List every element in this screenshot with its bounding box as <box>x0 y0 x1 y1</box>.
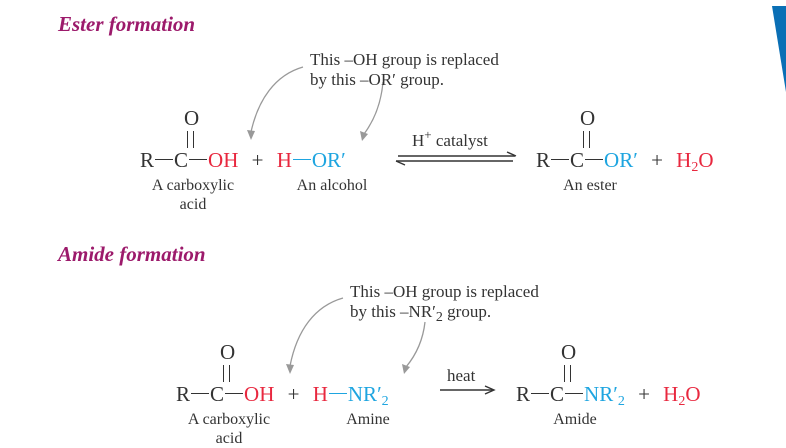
amine-h: H <box>312 382 328 406</box>
amide-annotation-post: group. <box>442 302 492 321</box>
amide-annotation-pre: by this –NR′ <box>350 302 436 321</box>
amide-acid-double-bond <box>223 365 230 382</box>
amide-acid-r: R <box>176 382 191 406</box>
amide-plus1: + <box>287 382 300 406</box>
ester-acid-oh: OH <box>208 148 239 172</box>
amide-annotation-sub: 2 <box>435 310 443 325</box>
amide-product-double-bond <box>564 365 571 382</box>
amine-nr2: NR′2 <box>347 382 389 409</box>
amide-arrow-condition: heat <box>447 366 476 385</box>
ester-acid-c: C <box>174 148 189 172</box>
amide-acid-c: C <box>210 382 225 406</box>
amide-water: H2O <box>663 382 701 409</box>
ester-acid-label-line2: acid <box>179 196 207 213</box>
bond <box>292 158 311 160</box>
ester-product-label: An ester <box>563 177 617 194</box>
water-o: O <box>698 148 714 172</box>
amide-annotation-line1: This –OH group is replaced <box>350 282 539 301</box>
arrowhead-icon <box>286 364 294 374</box>
forward-arrow-head-icon <box>484 385 496 395</box>
amide-plus2: + <box>638 382 650 406</box>
ester-annotation-line2: by this –OR′ group. <box>310 70 445 89</box>
ester-product-c: C <box>570 148 585 172</box>
condition-plus: + <box>424 127 432 142</box>
arrowhead-icon <box>402 364 410 374</box>
ester-arrow-to-or-icon <box>363 81 384 135</box>
amide-acid-label-line1: A carboxylic <box>187 411 271 428</box>
ester-arrow-condition: H+ catalyst <box>412 128 488 151</box>
amide-arrow-to-nr2-icon <box>405 321 426 368</box>
bond <box>225 392 244 394</box>
water-h: H <box>676 148 692 172</box>
amide-product-sub: 2 <box>617 394 625 409</box>
ester-plus2: + <box>651 148 663 172</box>
ester-water: H2O <box>676 148 714 175</box>
amine-sub: 2 <box>381 394 389 409</box>
amide-acid-label: A carboxylic acid <box>179 410 279 448</box>
corner-accent-shape <box>772 6 786 92</box>
ester-product-carbonyl-oxygen: O <box>580 106 596 130</box>
bond <box>565 392 584 394</box>
bond <box>531 392 550 394</box>
amide-product-r: R <box>516 382 531 406</box>
bond <box>189 158 208 160</box>
amide-acid-oh: OH <box>244 382 275 406</box>
water-o: O <box>685 382 701 406</box>
ester-product-double-bond <box>583 131 590 148</box>
amide-product-nr2: NR′2 <box>584 382 625 409</box>
water-sub: 2 <box>678 394 686 409</box>
amide-arrow-to-oh-icon <box>289 297 344 367</box>
ester-alcohol-label: An alcohol <box>296 177 368 194</box>
amide-product-c: C <box>550 382 565 406</box>
amide-annotation-line2: by this –NR′2 group. <box>350 302 539 325</box>
bond <box>328 392 347 394</box>
ester-acid-label: A carboxylic acid <box>143 176 243 214</box>
water-sub: 2 <box>691 160 699 175</box>
amine-label: Amine <box>346 411 390 428</box>
ester-annotation: This –OH group is replaced by this –OR′ … <box>310 50 499 90</box>
amide-product-nr: NR′ <box>584 382 618 406</box>
ester-section-title: Ester formation <box>58 12 196 36</box>
arrowhead-icon <box>247 130 255 140</box>
amide-product-label: Amide <box>553 411 597 428</box>
ester-annotation-line1: This –OH group is replaced <box>310 50 499 69</box>
amide-acid-carbonyl-oxygen: O <box>220 340 236 364</box>
ester-product-r: R <box>536 148 551 172</box>
ester-product-or: OR′ <box>604 148 638 172</box>
amide-section-title: Amide formation <box>58 242 206 266</box>
bond <box>585 158 604 160</box>
ester-alcohol-or: OR′ <box>311 148 346 172</box>
ester-plus1: + <box>251 148 264 172</box>
bond <box>191 392 210 394</box>
ester-alcohol-h: H <box>276 148 292 172</box>
arrowhead-icon <box>360 131 368 141</box>
ester-acid-label-line1: A carboxylic <box>151 177 235 194</box>
water-h: H <box>663 382 679 406</box>
bond <box>155 158 174 160</box>
amine-nr: NR′ <box>347 382 382 406</box>
bond <box>551 158 570 160</box>
condition-h: H <box>412 131 425 150</box>
ester-acid-carbonyl-oxygen: O <box>184 106 200 130</box>
amide-product-carbonyl-oxygen: O <box>561 340 577 364</box>
equilibrium-forward-head-icon <box>506 151 517 157</box>
ester-arrow-to-oh-icon <box>250 66 304 133</box>
amide-annotation: This –OH group is replaced by this –NR′2… <box>350 282 539 325</box>
condition-catalyst: catalyst <box>431 131 488 150</box>
ester-acid-double-bond <box>187 131 194 148</box>
amide-acid-label-line2: acid <box>215 430 243 447</box>
equilibrium-reverse-head-icon <box>395 160 406 166</box>
ester-acid-r: R <box>140 148 155 172</box>
